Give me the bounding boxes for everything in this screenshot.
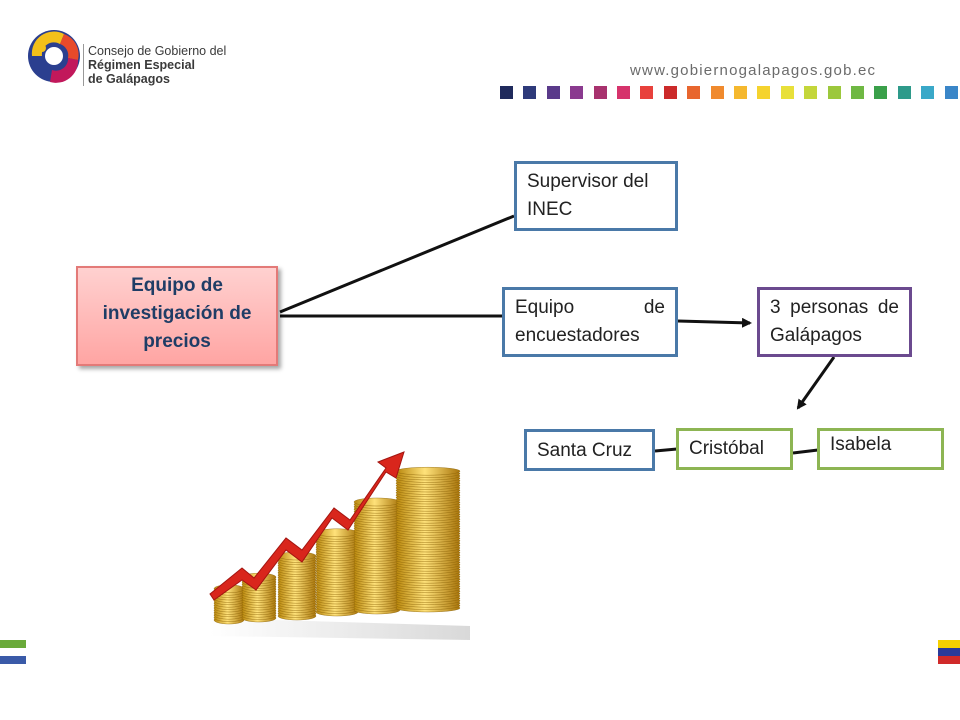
color-strip-square	[546, 86, 560, 99]
color-strip-square	[593, 86, 607, 99]
flag-stripe	[938, 640, 960, 648]
color-strip-square	[897, 86, 911, 99]
org-name: Consejo de Gobierno del Régimen Especial…	[88, 44, 226, 86]
color-strip-square	[780, 86, 794, 99]
galapagos-government-logo	[28, 30, 80, 83]
flag-stripe	[938, 648, 960, 656]
color-strip-square	[804, 86, 818, 99]
root-to-supervisor-line	[279, 214, 515, 314]
left-flag	[0, 640, 26, 664]
color-strip-square	[710, 86, 724, 99]
coin-stacks-growth-arrow-icon	[209, 451, 470, 640]
color-strip-square	[827, 86, 841, 99]
color-strip-square	[757, 86, 771, 99]
color-strip-square	[734, 86, 747, 99]
island-node-isabela: Isabela	[817, 428, 944, 470]
root-node: Equipo de investigación de precios	[76, 266, 278, 366]
logo-divider	[83, 44, 84, 86]
cristobal-to-isabela-line	[792, 448, 819, 455]
color-strip-square	[944, 86, 958, 99]
supervisor-node: Supervisor del INEC	[514, 161, 678, 231]
flag-stripe	[0, 656, 26, 664]
flag-stripe	[938, 656, 960, 664]
org-line-2: Régimen Especial	[88, 58, 195, 72]
right-flag	[938, 640, 960, 664]
color-strip-square	[500, 86, 513, 99]
website-url[interactable]: www.gobiernogalapagos.gob.ec	[630, 62, 877, 79]
color-strip-square	[687, 86, 701, 99]
color-strip-square	[851, 86, 864, 99]
island-node-santa-cruz: Santa Cruz	[524, 429, 655, 471]
people-node: 3 personas de Galápagos	[757, 287, 912, 357]
island-node-cristobal: Cristóbal	[676, 428, 793, 470]
flag-stripe	[0, 640, 26, 648]
color-strip-square	[874, 86, 888, 99]
team-to-people-arrow	[677, 317, 752, 328]
people-to-islands-arrow	[796, 356, 836, 410]
color-strip-square	[663, 86, 677, 99]
coin	[395, 467, 461, 476]
color-strip-square	[640, 86, 654, 99]
color-strip-square	[570, 86, 584, 99]
santacruz-to-cristobal-line	[654, 447, 678, 453]
flag-stripe	[0, 648, 26, 656]
color-strip-square	[617, 86, 630, 99]
org-line-3: de Galápagos	[88, 72, 170, 86]
org-line-1: Consejo de Gobierno del	[88, 44, 227, 58]
team-node: Equipo de encuestadores	[502, 287, 678, 357]
color-strip-square	[523, 86, 537, 99]
color-strip-square	[921, 86, 935, 99]
